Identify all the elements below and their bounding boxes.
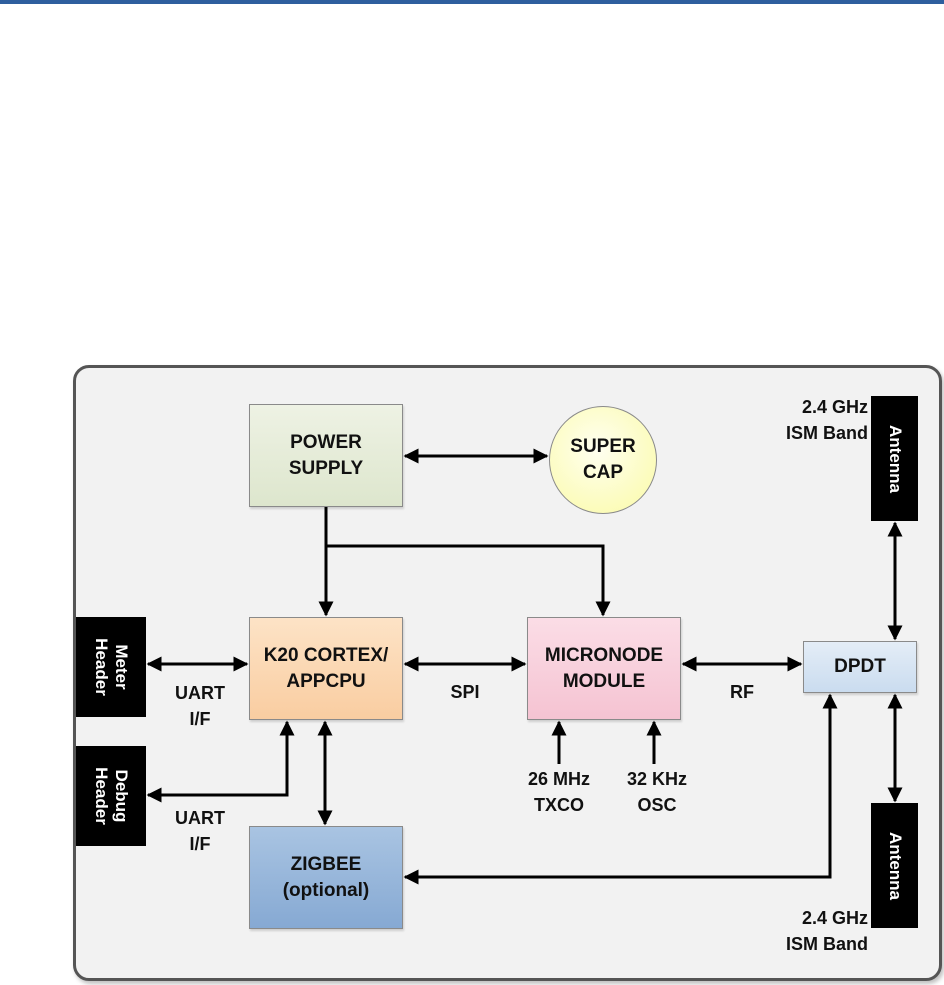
antenna-top-label: Antenna [885, 425, 905, 493]
uart-debug-line1: UART [162, 805, 238, 831]
dpdt-block: DPDT [803, 641, 917, 693]
wire-debug-k20 [148, 722, 287, 795]
k20-line2: APPCPU [286, 669, 365, 695]
zigbee-block: ZIGBEE (optional) [249, 826, 403, 929]
power-supply-line1: POWER [290, 430, 362, 456]
micronode-block: MICRONODE MODULE [527, 617, 681, 720]
txco-line2: TXCO [510, 792, 608, 818]
micronode-line1: MICRONODE [545, 643, 663, 669]
wire-ps-micronode [326, 546, 603, 615]
uart-debug-label: UART I/F [162, 805, 238, 857]
uart-meter-line1: UART [162, 680, 238, 706]
power-supply-line2: SUPPLY [289, 456, 363, 482]
meter-header-line1: Meter [111, 638, 131, 696]
txco-line1: 26 MHz [510, 766, 608, 792]
uart-meter-label: UART I/F [162, 680, 238, 732]
antenna-top-connector: Antenna [871, 396, 918, 521]
uart-debug-line2: I/F [162, 831, 238, 857]
debug-header-connector: Debug Header [76, 746, 146, 846]
band-top-line2: ISM Band [752, 420, 868, 446]
rf-label: RF [710, 679, 774, 705]
uart-meter-line2: I/F [162, 706, 238, 732]
zigbee-line2: (optional) [283, 878, 370, 904]
antenna-bottom-connector: Antenna [871, 803, 918, 928]
osc-line2: OSC [608, 792, 706, 818]
meter-header-line2: Header [91, 638, 111, 696]
osc-label: 32 KHz OSC [608, 766, 706, 818]
band-bottom-line1: 2.4 GHz [752, 905, 868, 931]
k20-cortex-block: K20 CORTEX/ APPCPU [249, 617, 403, 720]
micronode-line2: MODULE [563, 669, 645, 695]
debug-header-line2: Header [91, 767, 111, 825]
super-cap-block: SUPER CAP [549, 406, 657, 514]
dpdt-label: DPDT [834, 654, 886, 680]
power-supply-block: POWER SUPPLY [249, 404, 403, 507]
band-top-line1: 2.4 GHz [752, 394, 868, 420]
super-cap-line1: SUPER [570, 434, 635, 460]
spi-label: SPI [430, 679, 500, 705]
osc-line1: 32 KHz [608, 766, 706, 792]
band-bottom-label: 2.4 GHz ISM Band [752, 905, 868, 957]
meter-header-connector: Meter Header [76, 617, 146, 717]
txco-label: 26 MHz TXCO [510, 766, 608, 818]
debug-header-line1: Debug [111, 767, 131, 825]
band-bottom-line2: ISM Band [752, 931, 868, 957]
super-cap-line2: CAP [583, 460, 623, 486]
antenna-bottom-label: Antenna [885, 832, 905, 900]
zigbee-line1: ZIGBEE [291, 852, 362, 878]
band-top-label: 2.4 GHz ISM Band [752, 394, 868, 446]
k20-line1: K20 CORTEX/ [264, 643, 389, 669]
